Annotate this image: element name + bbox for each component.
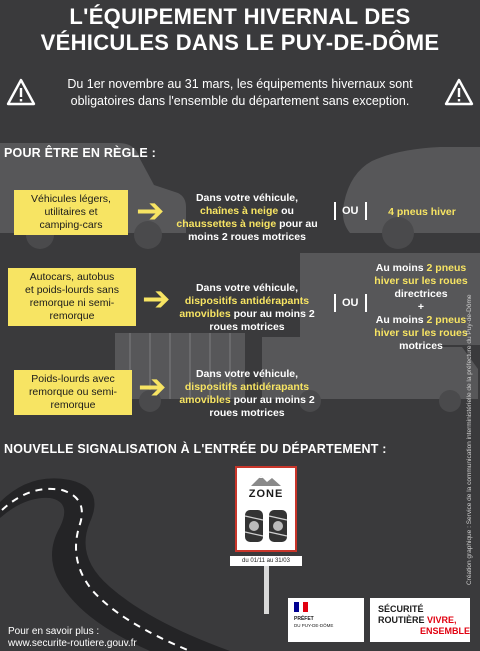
desc-line: chaussettes à neige pour au xyxy=(176,218,318,230)
label-line: remorque ou semi- xyxy=(28,386,118,398)
date-plate: du 01/11 au 31/03 xyxy=(230,556,302,566)
alt-line: motrices xyxy=(399,340,443,352)
sign-post xyxy=(264,560,269,614)
sr-line-2: ROUTIÈRE VIVRE, xyxy=(378,615,457,625)
prefet-name: PRÉFET xyxy=(294,616,314,622)
requirement-row-2: Dans votre véhicule, dispositifs antidér… xyxy=(172,282,322,334)
alt-line: + xyxy=(417,301,425,313)
truck-trailer-silhouette xyxy=(115,333,478,412)
requirement-row-1: Dans votre véhicule, chaînes à neige ou … xyxy=(172,192,322,244)
divider xyxy=(334,202,336,220)
warning-triangle-icon xyxy=(6,78,36,106)
road-icon xyxy=(0,478,230,651)
alt-line: directrices xyxy=(394,288,448,300)
desc-line: dispositifs antidérapants xyxy=(184,295,310,307)
notice-line-1: Du 1er novembre au 31 mars, les équipeme… xyxy=(67,77,413,91)
title-line-1: L'ÉQUIPEMENT HIVERNAL DES xyxy=(69,4,411,29)
section-heading-rules: POUR ÊTRE EN RÈGLE : xyxy=(4,146,156,160)
divider xyxy=(365,294,367,312)
arrow-right-icon: ➔ xyxy=(138,368,167,406)
car-silhouette xyxy=(342,147,480,249)
alternative-row-1: 4 pneus hiver xyxy=(372,206,472,219)
website-link[interactable]: www.securite-routiere.gouv.fr xyxy=(8,638,137,649)
desc-line: roues motrices xyxy=(209,407,285,419)
alt-line: Au moins 2 pneus xyxy=(375,262,467,274)
arrow-right-icon: ➔ xyxy=(136,192,165,230)
desc-line: moins 2 roues motrices xyxy=(188,231,306,243)
desc-line: roues motrices xyxy=(209,321,285,333)
divider xyxy=(365,202,367,220)
vehicle-category-trailer: Poids-lourds avec remorque ou semi- remo… xyxy=(14,370,132,415)
more-info: Pour en savoir plus : www.securite-routi… xyxy=(8,626,137,650)
label-line: Poids-lourds avec xyxy=(31,373,115,385)
section-heading-signage: NOUVELLE SIGNALISATION À L'ENTRÉE DU DÉP… xyxy=(4,442,387,456)
securite-routiere-logo: SÉCURITÉ ROUTIÈRE VIVRE, ENSEMBLE xyxy=(370,598,470,642)
desc-line: Dans votre véhicule, xyxy=(195,192,299,204)
more-info-label: Pour en savoir plus : xyxy=(8,626,100,637)
label-line: Véhicules légers, xyxy=(31,193,111,205)
desc-line: amovibles pour au moins 2 xyxy=(179,308,315,320)
desc-line: amovibles pour au moins 2 xyxy=(179,394,315,406)
label-line: Autocars, autobus xyxy=(29,271,115,283)
snowy-mountain-icon xyxy=(251,476,281,486)
warning-triangle-icon xyxy=(444,78,474,106)
alt-line: hiver sur les roues xyxy=(374,327,468,339)
bus-silhouette xyxy=(300,253,480,345)
vehicle-category-bus: Autocars, autobus et poids-lourds sans r… xyxy=(8,268,136,326)
arrow-right-icon: ➔ xyxy=(142,280,171,318)
label-line: remorque xyxy=(50,399,96,411)
tyre-chain-icon xyxy=(244,510,288,542)
sign-title: ZONE xyxy=(248,488,284,500)
winter-period-notice: Du 1er novembre au 31 mars, les équipeme… xyxy=(40,76,440,110)
label-line: camping-cars xyxy=(39,219,103,231)
vehicle-category-light: Véhicules légers, utilitaires et camping… xyxy=(14,190,128,235)
prefet-logo: PRÉFET DU PUY-DE-DÔME xyxy=(288,598,364,642)
alt-line: 4 pneus hiver xyxy=(388,206,456,218)
sr-line-1: SÉCURITÉ xyxy=(378,604,424,614)
label-line: utilitaires et xyxy=(44,206,98,218)
prefet-sub: DU PUY-DE-DÔME xyxy=(294,623,334,628)
desc-line: Dans votre véhicule, xyxy=(195,282,299,294)
alternative-row-2: Au moins 2 pneus hiver sur les roues dir… xyxy=(368,262,474,353)
desc-line: Dans votre véhicule, xyxy=(195,368,299,380)
label-line: remorque ni semi- xyxy=(29,297,115,309)
zone-sign: ZONE xyxy=(235,466,297,552)
label-line: et poids-lourds sans xyxy=(25,284,119,296)
or-separator: OU xyxy=(342,297,359,309)
marianne-icon xyxy=(294,602,308,612)
or-separator: OU xyxy=(342,205,359,217)
requirement-row-3: Dans votre véhicule, dispositifs antidér… xyxy=(172,368,322,420)
page-title: L'ÉQUIPEMENT HIVERNAL DES VÉHICULES DANS… xyxy=(0,4,480,56)
notice-line-2: obligatoires dans l'ensemble du départem… xyxy=(70,94,410,108)
desc-line: chaînes à neige ou xyxy=(200,205,294,217)
title-line-2: VÉHICULES DANS LE PUY-DE-DÔME xyxy=(40,30,440,55)
divider xyxy=(334,294,336,312)
design-credit: Création graphique : Service de la commu… xyxy=(466,294,473,585)
sr-line-3: ENSEMBLE xyxy=(420,626,471,636)
alt-line: hiver sur les roues xyxy=(374,275,468,287)
alt-line: Au moins 2 pneus xyxy=(375,314,467,326)
desc-line: dispositifs antidérapants xyxy=(184,381,310,393)
label-line: remorque xyxy=(49,310,95,322)
